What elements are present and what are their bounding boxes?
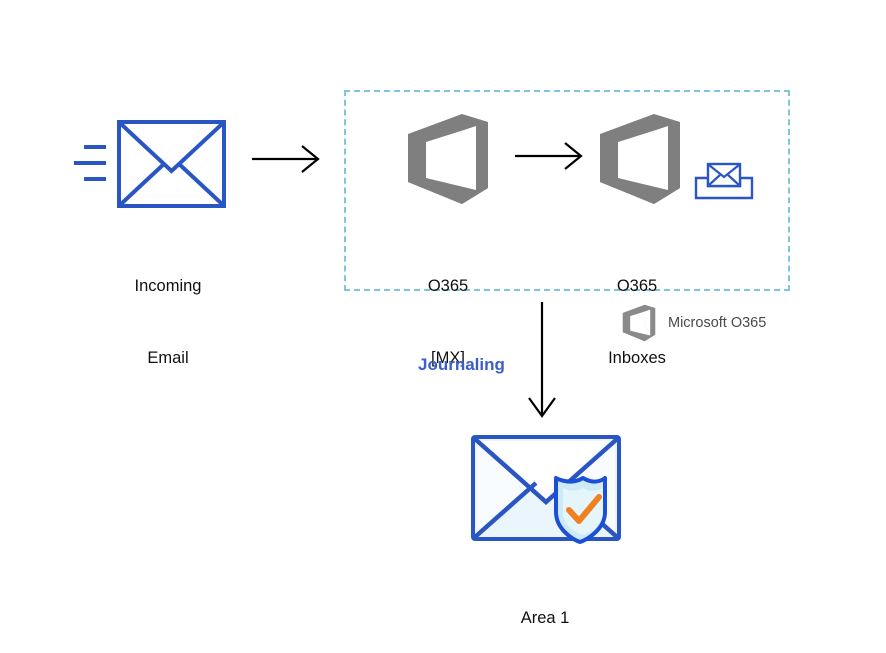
- incoming-email-label-line1: Incoming: [134, 277, 202, 295]
- journaling-label: Journaling: [418, 355, 505, 374]
- area1-label: Area 1 email security: [465, 558, 625, 653]
- o365-mx-label: O365 [MX]: [368, 226, 528, 418]
- incoming-email-label-line2: Email: [147, 349, 189, 367]
- o365-boundary-zone: [344, 90, 790, 291]
- o365-inboxes-label-line1: O365: [616, 277, 658, 295]
- legend-office-365-logo-icon: [622, 304, 656, 342]
- area1-label-line1: Area 1: [520, 609, 570, 627]
- arrow-incoming-to-mx: [252, 143, 324, 175]
- office-365-logo-icon-inboxes: [598, 112, 682, 206]
- o365-mx-label-line2: [MX]: [431, 349, 465, 367]
- arrow-mx-to-inboxes: [515, 140, 587, 172]
- o365-inboxes-label-line2: Inboxes: [608, 349, 666, 367]
- office-365-logo-icon-mx: [406, 112, 490, 206]
- o365-inboxes-label: O365 Inboxes: [557, 226, 717, 418]
- motion-lines-icon: [74, 145, 106, 181]
- envelope-shield-check-icon: [468, 432, 638, 544]
- o365-mx-label-line1: O365: [427, 277, 469, 295]
- incoming-email-icon: [72, 118, 232, 210]
- inbox-tray-envelope-icon: [694, 160, 754, 202]
- arrow-inboxes-to-area1: [524, 302, 560, 422]
- legend-label: Microsoft O365: [668, 315, 767, 331]
- incoming-email-label: Incoming Email: [88, 226, 248, 418]
